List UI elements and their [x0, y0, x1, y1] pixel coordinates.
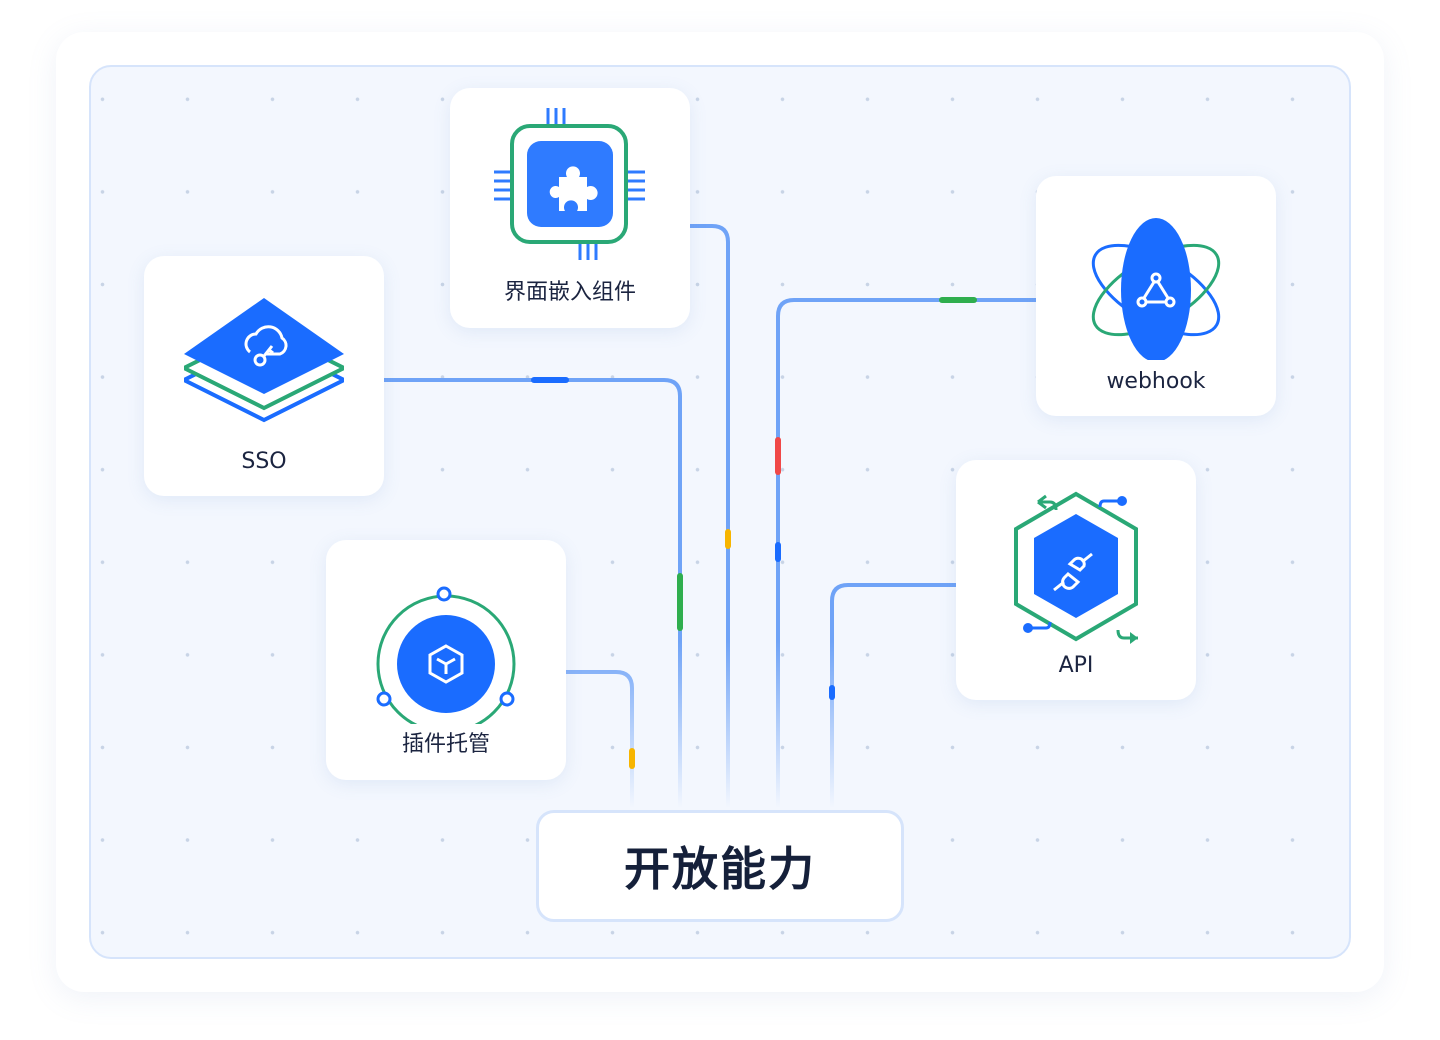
- module-label: API: [1058, 653, 1094, 678]
- module-label: webhook: [1106, 369, 1206, 394]
- module-card-api[interactable]: API: [956, 460, 1196, 700]
- module-label: 界面嵌入组件: [503, 280, 636, 305]
- cloud-key-layers-icon: [184, 298, 344, 423]
- module-card-interface[interactable]: 界面嵌入组件: [450, 88, 690, 328]
- open-capabilities-hub: 开放能力: [536, 810, 904, 922]
- module-card-sso[interactable]: SSO: [144, 256, 384, 496]
- wire-api: [830, 583, 956, 808]
- plug-hexagon-icon: [1014, 491, 1138, 644]
- wire-sso: [384, 378, 682, 808]
- cube-orbit-icon: [376, 586, 516, 724]
- module-label: SSO: [241, 449, 287, 474]
- wire-interface: [690, 224, 730, 808]
- webhook-atom-icon: [1091, 218, 1221, 360]
- puzzle-chip-icon: [494, 108, 645, 260]
- wire-webhook: [776, 298, 1036, 808]
- module-label: 插件托管: [401, 732, 490, 757]
- module-card-plugin[interactable]: 插件托管: [326, 540, 566, 780]
- wire-plugin: [566, 670, 634, 808]
- module-card-webhook[interactable]: webhook: [1036, 176, 1276, 416]
